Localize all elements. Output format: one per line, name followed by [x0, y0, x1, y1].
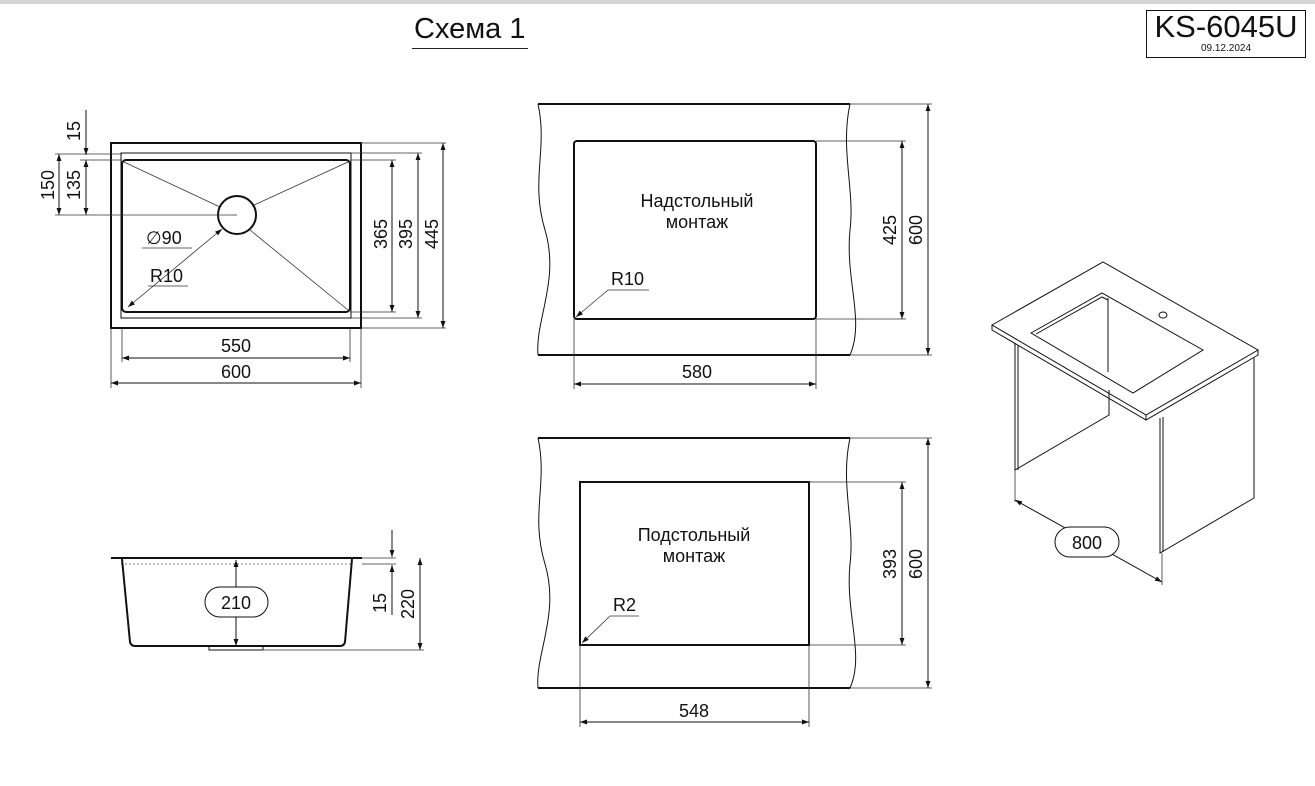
dim-bowl-height: 365 [371, 219, 391, 249]
model-stamp: KS-6045U 09.12.2024 [1146, 10, 1306, 58]
dim-corner-radius: R10 [150, 266, 183, 286]
dim-outer-width: 600 [221, 362, 251, 382]
dim-drain-offset-outer: 150 [38, 170, 58, 200]
undermount-cutout-height: 393 [880, 549, 900, 579]
undermount-cutout-width: 548 [679, 701, 709, 721]
sink-bowl-outline [121, 159, 351, 313]
dim-bowl-width: 550 [221, 336, 251, 356]
dim-drain-offset-inner: 135 [64, 170, 84, 200]
overmount-label-line1: Надстольный [641, 191, 754, 211]
overmount-cutout-height: 425 [880, 215, 900, 245]
dim-rim-thickness: 15 [370, 593, 390, 613]
isometric-cabinet: 800 [990, 261, 1260, 585]
overmount-label-line2: монтаж [666, 212, 728, 232]
model-date: 09.12.2024 [1200, 43, 1252, 54]
overmount-radius: R10 [611, 269, 644, 289]
undermount-cutout [579, 481, 810, 646]
undermount-countertop-depth: 600 [906, 549, 926, 579]
dim-cabinet-width: 800 [1072, 533, 1102, 553]
undermount-label-line2: монтаж [663, 546, 725, 566]
undermount-radius: R2 [613, 595, 636, 615]
page-title: Схема 1 [412, 12, 528, 49]
overmount-countertop-depth: 600 [906, 215, 926, 245]
dim-drain-diameter: ∅90 [146, 228, 182, 248]
overmount-cutout [573, 140, 817, 320]
top-bar [0, 0, 1315, 4]
dim-rim-offset: 15 [64, 121, 84, 141]
sink-flange-outline [110, 142, 362, 329]
dim-total-depth: 220 [398, 589, 418, 619]
overmount-diagram: Надстольный монтаж R10 425 600 580 [537, 103, 932, 389]
dim-outer-height: 445 [422, 219, 442, 249]
dim-inner-height: 395 [396, 219, 416, 249]
undermount-diagram: Подстольный монтаж R2 393 600 548 [537, 437, 932, 727]
undermount-label-line1: Подстольный [638, 525, 751, 545]
top-view: 15 150 135 ∅90 R10 365 395 445 550 600 [38, 110, 446, 388]
dim-bowl-depth: 210 [221, 593, 251, 613]
overmount-cutout-width: 580 [682, 362, 712, 382]
model-code: KS-6045U [1154, 9, 1298, 44]
side-view: 210 15 220 [111, 530, 424, 651]
